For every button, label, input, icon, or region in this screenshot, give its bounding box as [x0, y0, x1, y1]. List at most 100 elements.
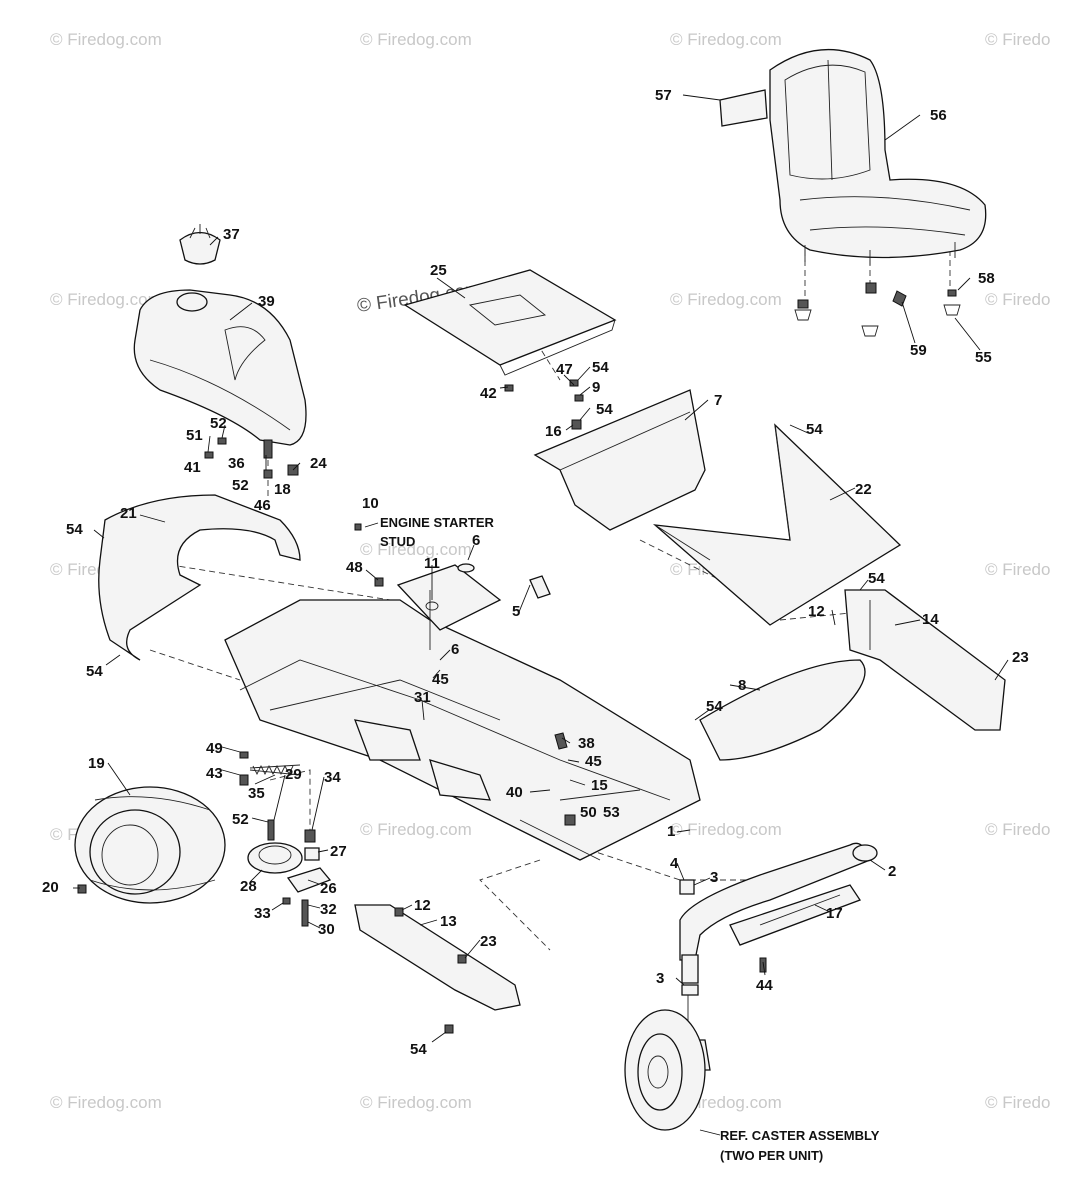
- callout: 1: [667, 823, 675, 840]
- footrest: [653, 423, 902, 626]
- watermark: © Firedog.com: [670, 290, 782, 309]
- callout: 54: [596, 401, 613, 418]
- callouts: 57 56 58 59 55 37 39 25 47 54 9 42 16 54…: [42, 87, 1029, 1058]
- callout: 32: [320, 901, 337, 918]
- callout: 53: [603, 804, 620, 821]
- callout: 49: [206, 740, 223, 757]
- callout: 28: [240, 878, 257, 895]
- callout: 26: [320, 880, 337, 897]
- side-panel-left: [354, 904, 521, 1034]
- callout: 19: [88, 755, 105, 772]
- callout: 9: [592, 379, 600, 396]
- plate-hardware: [504, 379, 584, 430]
- callout: 17: [826, 905, 843, 922]
- caster-note-line1: REF. CASTER ASSEMBLY: [720, 1128, 880, 1143]
- engine-starter-note-line1: ENGINE STARTER: [380, 515, 494, 530]
- callout: 37: [223, 226, 240, 243]
- callout: 40: [506, 784, 523, 801]
- callout: 51: [186, 427, 203, 444]
- callout: 20: [42, 879, 59, 896]
- callout: 14: [922, 611, 939, 628]
- callout: 3: [710, 869, 718, 886]
- callout: 23: [1012, 649, 1029, 666]
- callout: 54: [706, 698, 723, 715]
- watermark-edge: © Firedo: [985, 560, 1050, 579]
- callout: 7: [714, 392, 722, 409]
- callout: 8: [738, 677, 746, 694]
- callout: 54: [410, 1041, 427, 1058]
- fuel-tank: [133, 224, 307, 446]
- callout: 54: [86, 663, 103, 680]
- engine-starter-note-line2: STUD: [380, 534, 415, 549]
- callout: 15: [591, 777, 608, 794]
- callout: 48: [346, 559, 363, 576]
- watermark: © Firedog.com: [360, 1093, 472, 1112]
- callout: 4: [670, 855, 679, 872]
- watermark: © Firedog.com: [50, 290, 162, 309]
- watermark: © Firedog.com: [360, 820, 472, 839]
- callout: 21: [120, 505, 137, 522]
- rear-tire: [74, 786, 226, 904]
- callout: 54: [868, 570, 885, 587]
- watermark-edge: © Firedo: [985, 290, 1050, 309]
- callout: 23: [480, 933, 497, 950]
- callout: 12: [414, 897, 431, 914]
- callout: 55: [975, 349, 992, 366]
- callout: 43: [206, 765, 223, 782]
- watermark-edge: © Firedo: [985, 1093, 1050, 1112]
- watermark: © Firedog.com: [670, 820, 782, 839]
- callout: 45: [432, 671, 449, 688]
- watermark-edge: © Firedo: [985, 30, 1050, 49]
- main-frame: [224, 563, 701, 861]
- callout: 34: [324, 769, 341, 786]
- callout: 5: [512, 603, 520, 620]
- seat: [769, 49, 987, 265]
- callout: 12: [808, 603, 825, 620]
- callout: 36: [228, 455, 245, 472]
- callout: 54: [806, 421, 823, 438]
- callout: 42: [480, 385, 497, 402]
- callout: 13: [440, 913, 457, 930]
- callout: 46: [254, 497, 271, 514]
- callout: 35: [248, 785, 265, 802]
- callout: 11: [424, 555, 440, 572]
- watermark-edge: © Firedo: [985, 820, 1050, 839]
- callout: 57: [655, 87, 672, 104]
- callout: 6: [451, 641, 459, 658]
- watermark: © Firedog.com: [670, 30, 782, 49]
- callout: 52: [232, 811, 249, 828]
- callout: 39: [258, 293, 275, 310]
- watermark: © Firedog.com: [360, 30, 472, 49]
- callout: 2: [888, 863, 896, 880]
- side-panel-right: [844, 589, 1006, 731]
- callout: 38: [578, 735, 595, 752]
- callout: 18: [274, 481, 291, 498]
- callout: 31: [414, 689, 431, 706]
- callout: 47: [556, 361, 573, 378]
- callout: 6: [472, 532, 480, 549]
- idler-assembly: [239, 751, 332, 927]
- callout: 16: [545, 423, 562, 440]
- seat-bracket: [533, 389, 706, 531]
- callout: 52: [232, 477, 249, 494]
- callout: 10: [362, 495, 379, 512]
- seat-hardware: [794, 282, 961, 337]
- callout: 56: [930, 107, 947, 124]
- callout: 59: [910, 342, 927, 359]
- rear-shroud: [98, 494, 301, 661]
- callout: 44: [756, 977, 773, 994]
- engine-starter-stud: [354, 523, 362, 531]
- caster-note-line2: (TWO PER UNIT): [720, 1148, 823, 1163]
- callout: 52: [210, 415, 227, 432]
- caster-wheel: [624, 995, 711, 1131]
- seat-decal: [719, 89, 768, 127]
- callout: 54: [592, 359, 609, 376]
- watermark: © Firedog.com: [50, 1093, 162, 1112]
- callout: 58: [978, 270, 995, 287]
- callout: 27: [330, 843, 347, 860]
- watermark: © Firedog.com: [50, 30, 162, 49]
- callout: 50: [580, 804, 597, 821]
- callout: 41: [184, 459, 201, 476]
- caster-arm: [679, 842, 878, 996]
